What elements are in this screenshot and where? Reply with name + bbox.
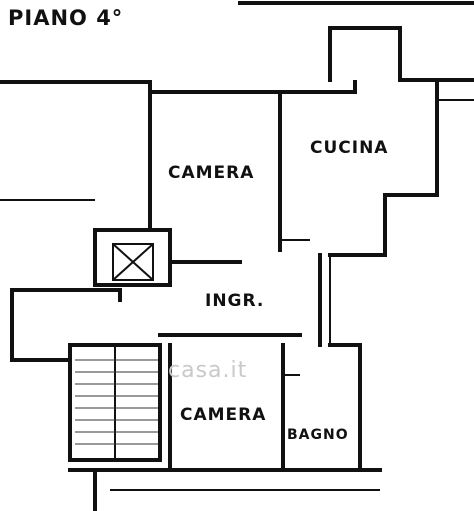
elevator-shaft-icon [112, 243, 154, 281]
room-label-cucina: CUCINA [310, 138, 389, 158]
elevator-shaft [93, 228, 172, 287]
wall-stair-landing [10, 288, 72, 362]
exterior-wall-right [436, 80, 474, 101]
wall-bagno-east [328, 343, 362, 472]
room-label-camera-top: CAMERA [168, 163, 255, 183]
staircase-icon [75, 345, 158, 460]
floor-title: PIANO 4° [8, 6, 124, 30]
wall-landing-north [10, 288, 122, 302]
room-label-camera-bottom: CAMERA [180, 405, 267, 425]
room-label-ingresso: INGR. [205, 291, 265, 311]
wall-cucina-outer [328, 26, 439, 257]
casa-watermark: casa.it [168, 358, 248, 383]
room-label-bagno: BAGNO [287, 427, 349, 443]
